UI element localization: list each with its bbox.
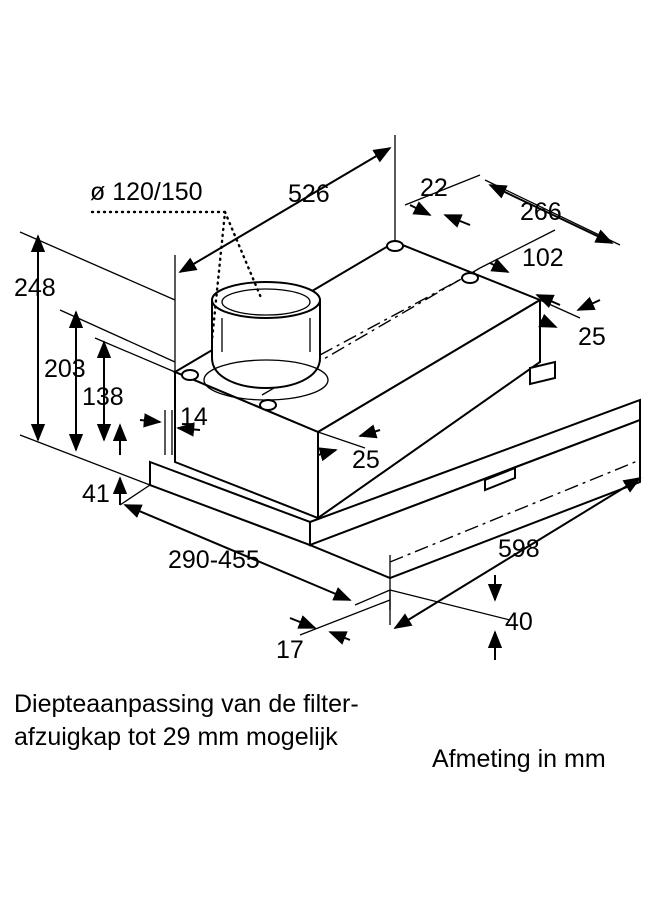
label-height-41: 41 (82, 480, 110, 508)
label-offset-14: 14 (180, 403, 208, 431)
label-width-top: 526 (288, 180, 330, 208)
label-height-248: 248 (14, 274, 56, 302)
label-width-598: 598 (498, 535, 540, 563)
label-offset-25-right: 25 (578, 323, 606, 351)
adjustment-note-line-2: afzuigkap tot 29 mm mogelijk (14, 723, 338, 751)
dimension-lines (19, 135, 642, 660)
label-height-138: 138 (82, 383, 124, 411)
label-depth-range: 290-455 (168, 546, 260, 574)
label-offset-25-front: 25 (352, 446, 380, 474)
label-offset-22: 22 (420, 174, 448, 202)
label-offset-17: 17 (276, 636, 304, 664)
label-offset-102: 102 (522, 244, 564, 272)
adjustment-note-line-1: Diepteaanpassing van de filter- (14, 690, 359, 718)
label-depth-266: 266 (520, 198, 562, 226)
units-note: Afmeting in mm (432, 745, 606, 773)
label-height-203: 203 (44, 355, 86, 383)
label-offset-40: 40 (505, 608, 533, 636)
label-diameter: ø 120/150 (90, 178, 203, 206)
duct-collar (181, 240, 479, 411)
